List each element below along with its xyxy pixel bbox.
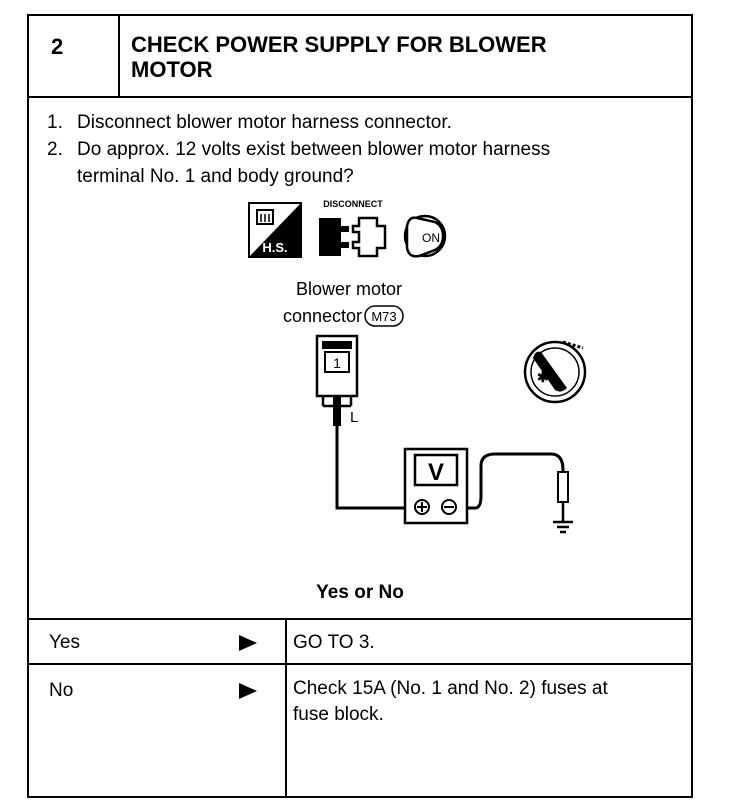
connector-label-line2: connector (283, 306, 362, 326)
action-text: Check 15A (No. 1 and No. 2) fuses at fus… (293, 676, 683, 728)
wire-color-label: L (350, 409, 358, 426)
connector-code-badge (364, 305, 404, 327)
body-ground-icon (553, 520, 573, 534)
blower-motor-connector: 1 (315, 334, 359, 408)
results-top-divider (29, 618, 691, 620)
ground-probe (557, 471, 569, 522)
wire-negative (455, 452, 565, 510)
results-column-divider (285, 620, 287, 796)
instruction-number: 1. (47, 112, 63, 133)
voltmeter: V (403, 447, 469, 525)
hs-label: H.S. (262, 240, 287, 255)
ignition-key-on-icon: ON (403, 214, 447, 258)
step-number-cell: 2 (29, 16, 120, 96)
results-row-divider (29, 663, 691, 665)
instruction-text: Do approx. 12 volts exist between blower… (77, 139, 551, 160)
question-label: Yes or No (316, 582, 404, 603)
connector-code: M73 (371, 309, 396, 324)
instruction-list: 1. Disconnect blower motor harness conne… (47, 109, 550, 190)
test-probe-positive (333, 396, 341, 426)
step-title: CHECK POWER SUPPLY FOR BLOWER MOTOR (131, 32, 671, 82)
step-number: 2 (51, 34, 64, 59)
meter-display: V (428, 459, 444, 486)
procedure-sheet: 2 CHECK POWER SUPPLY FOR BLOWER MOTOR 1.… (27, 14, 693, 798)
action-text-line2: fuse block. (293, 704, 384, 725)
instruction-number: 2. (47, 139, 63, 160)
instruction-text: terminal No. 1 and body ground? (77, 166, 354, 187)
on-label: ON (422, 231, 440, 245)
instruction-item: 1. Disconnect blower motor harness conne… (47, 109, 550, 136)
terminal-number: 1 (333, 355, 341, 371)
instruction-item-continued: terminal No. 1 and body ground? (47, 163, 550, 190)
action-text: GO TO 3. (293, 630, 683, 656)
action-text-line1: GO TO 3. (293, 632, 375, 653)
disconnect-label: DISCONNECT (323, 199, 383, 209)
answer-label: Yes (49, 632, 80, 653)
fan-symbol-icon: ✱ (537, 369, 549, 385)
hs-tester-icon: H.S. (248, 202, 302, 258)
wire-positive (335, 426, 407, 510)
instruction-text: Disconnect blower motor harness connecto… (77, 112, 452, 133)
step-title-line1: CHECK POWER SUPPLY FOR BLOWER (131, 32, 547, 57)
action-text-line1: Check 15A (No. 1 and No. 2) fuses at (293, 678, 608, 699)
answer-label: No (49, 680, 74, 701)
header-divider (29, 96, 691, 98)
instruction-item: 2. Do approx. 12 volts exist between blo… (47, 136, 550, 163)
blower-switch-icon: ✱ (523, 340, 587, 404)
arrow-right-icon (239, 635, 257, 651)
connector-label-line1: Blower motor (296, 279, 402, 299)
arrow-right-icon (239, 683, 257, 699)
disconnect-icon: DISCONNECT (319, 199, 387, 258)
wiring-diagram: H.S. DISCONNECT ON Blower motor connecto… (248, 199, 587, 534)
step-title-line2: MOTOR (131, 57, 213, 82)
